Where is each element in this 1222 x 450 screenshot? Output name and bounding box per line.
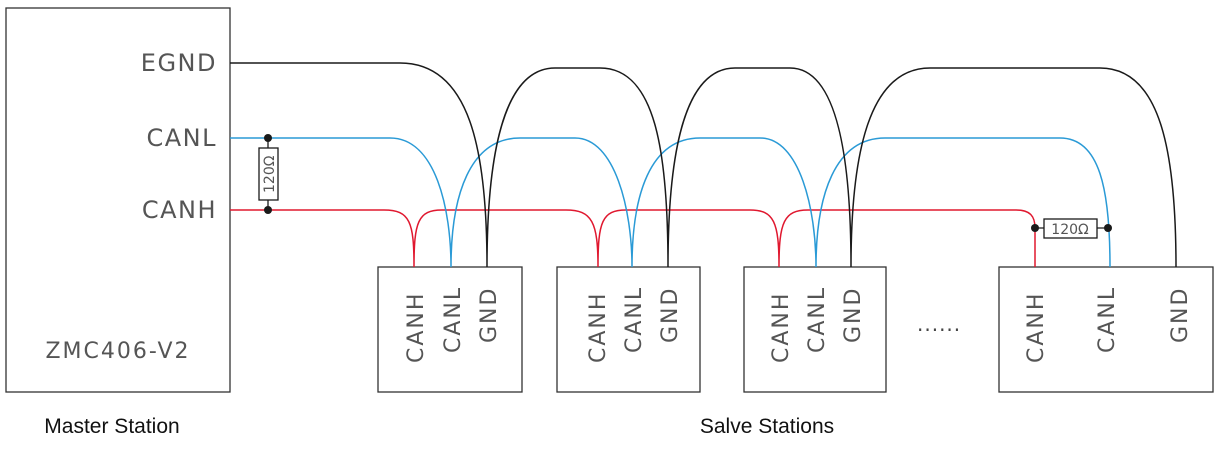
end-termination-resistor: 120Ω (1031, 218, 1112, 239)
master-resistor-label: 120Ω (262, 155, 278, 193)
master-station-box (5, 7, 231, 393)
slave-stations-caption: Salve Stations (700, 415, 834, 438)
slave-1-pins: CANH CANL GND (404, 286, 502, 363)
slave-station-box-1 (377, 266, 523, 393)
end-resistor-label: 120Ω (1051, 222, 1089, 238)
master-termination-resistor: 120Ω (258, 134, 279, 214)
slave-station-box-3 (743, 266, 887, 393)
slave-2-canh-label: CANH (586, 292, 611, 363)
ellipsis: ...... (917, 312, 961, 336)
master-pin-canl-label: CANL (147, 124, 218, 152)
slave-4-canl-label: CANL (1095, 286, 1120, 353)
slave-2-gnd-label: GND (658, 287, 683, 343)
master-pin-canh-label: CANH (142, 196, 217, 224)
master-model-label: ZMC406-V2 (45, 339, 190, 364)
slave-4-gnd-label: GND (1168, 287, 1193, 343)
canl-wire (230, 137, 1111, 268)
canh-wire (230, 209, 1036, 268)
slave-1-canh-label: CANH (404, 292, 429, 363)
slave-1-canl-label: CANL (441, 286, 466, 353)
slave-station-box-4 (998, 266, 1214, 393)
slave-1-gnd-label: GND (477, 287, 502, 343)
slave-4-canh-label: CANH (1024, 292, 1049, 363)
slave-4-pins: CANH CANL GND (1024, 286, 1193, 363)
slave-3-pins: CANH CANL GND (769, 286, 866, 363)
slave-station-box-2 (556, 266, 701, 393)
slave-3-canh-label: CANH (769, 292, 794, 363)
slave-3-canl-label: CANL (805, 286, 830, 353)
slave-3-gnd-label: GND (841, 287, 866, 343)
master-station-caption: Master Station (44, 415, 179, 438)
gnd-wire (230, 62, 1177, 268)
slave-2-canl-label: CANL (622, 286, 647, 353)
slave-2-pins: CANH CANL GND (586, 286, 683, 363)
master-pin-egnd-label: EGND (141, 49, 217, 77)
